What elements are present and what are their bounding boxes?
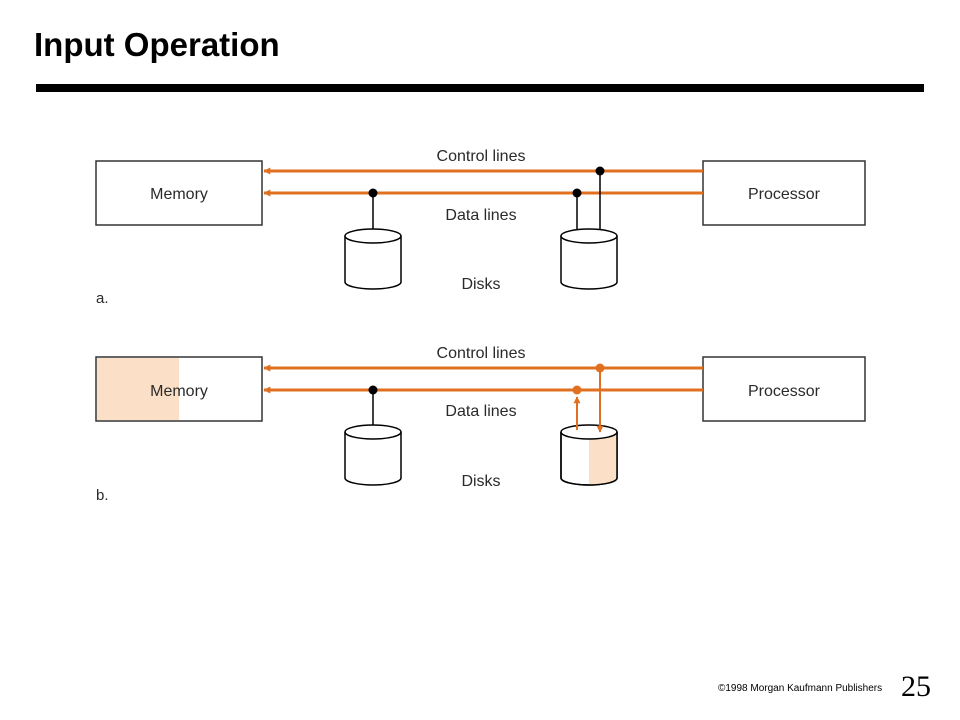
data-lines-label: Data lines bbox=[445, 207, 516, 224]
disk-1-icon bbox=[344, 228, 402, 290]
diagram-part-b: Memory Processor Control lines Data line… bbox=[95, 345, 866, 504]
processor-box bbox=[702, 160, 866, 226]
disk-2-highlight bbox=[589, 433, 617, 485]
part-a-label: a. bbox=[96, 290, 109, 307]
disk-2-icon bbox=[560, 228, 618, 290]
disks-label: Disks bbox=[461, 473, 500, 490]
slide-title: Input Operation bbox=[34, 26, 280, 63]
control-lines-label: Control lines bbox=[437, 148, 526, 165]
processor-label: Processor bbox=[748, 186, 821, 203]
diagram-part-a: Memory Processor Control lines Data line… bbox=[95, 148, 866, 307]
control-lines-label: Control lines bbox=[437, 345, 526, 362]
disk-2-control-junction bbox=[595, 363, 605, 373]
part-b-label: b. bbox=[96, 487, 109, 504]
memory-label: Memory bbox=[150, 383, 208, 400]
disk-1-bus-junction bbox=[368, 188, 378, 198]
memory-label: Memory bbox=[150, 186, 208, 203]
memory-box bbox=[95, 160, 263, 226]
disks-label: Disks bbox=[461, 276, 500, 293]
disk-2-control-junction bbox=[595, 166, 605, 176]
processor-label: Processor bbox=[748, 383, 821, 400]
disk-2-icon bbox=[560, 424, 618, 486]
disk-1-icon bbox=[344, 424, 402, 486]
data-lines-label: Data lines bbox=[445, 403, 516, 420]
processor-box bbox=[702, 356, 866, 422]
disk-2-data-junction bbox=[572, 385, 582, 395]
memory-highlight bbox=[97, 358, 179, 420]
disk-1-bus-junction bbox=[368, 385, 378, 395]
footer-copyright: ©1998 Morgan Kaufmann Publishers bbox=[718, 683, 883, 694]
disk-2-data-junction bbox=[572, 188, 582, 198]
page-number: 25 bbox=[901, 670, 931, 703]
title-rule bbox=[36, 84, 924, 92]
